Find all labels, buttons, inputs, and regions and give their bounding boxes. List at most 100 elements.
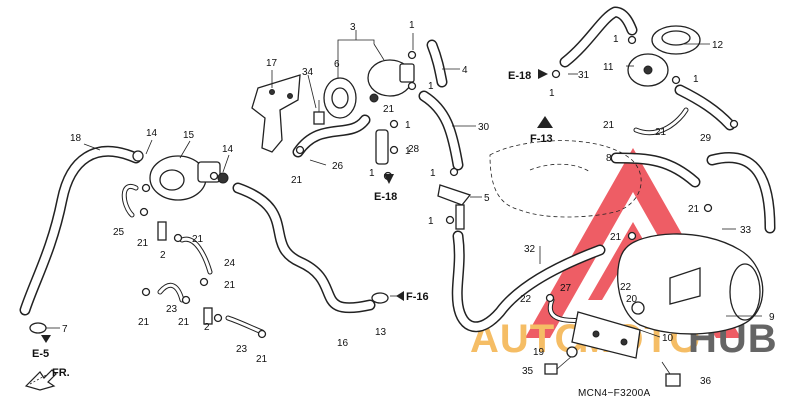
fuel-tank-outline [489,140,642,218]
callout-13: 13 [375,327,387,338]
ref-f13: F-13 [530,133,553,145]
hose-32 [451,230,606,333]
valve-11 [627,53,669,87]
callout-23: 23 [166,304,178,315]
reference-labels: E-18 E-18 F-13 F-16 E-5 FR. [32,70,553,379]
callout-14: 14 [146,128,158,139]
callout-1: 1 [405,146,411,157]
callout-1: 1 [369,168,375,179]
callout-3: 3 [350,22,356,33]
hose-25 [121,184,139,218]
canister-10 [617,233,764,335]
hose-31 [559,6,638,68]
diagram-code: MCN4−F3200A [578,388,651,399]
callout-labels: 1 1 1 1 1 1 1 1 1 1 2 2 3 4 5 6 7 8 9 10… [62,20,775,387]
callout-2: 2 [160,250,166,261]
e18-mid-arrow-icon [384,174,394,184]
hose-23b [225,315,265,335]
callout-1: 1 [613,34,619,45]
hose-26 [292,114,371,158]
e5-arrow-icon [41,335,51,343]
clamp-13 [371,292,389,304]
callout-21: 21 [192,234,204,245]
bracket-17 [251,74,301,153]
callout-8: 8 [606,153,612,164]
hose-8 [610,152,701,188]
ref-front: FR. [52,367,70,379]
callout-21: 21 [383,104,395,115]
callout-5: 5 [484,193,490,204]
hose-28 [375,129,389,165]
bolt-35 [544,355,573,375]
callout-30: 30 [478,122,490,133]
callout-32: 32 [524,244,536,255]
callout-24: 24 [224,258,236,269]
callout-21: 21 [138,317,150,328]
callout-21: 21 [137,238,149,249]
bolt-34 [313,100,325,125]
callout-9: 9 [769,312,775,323]
callout-25: 25 [113,227,125,238]
hose-24 [179,236,213,275]
hose-29 [674,84,736,131]
callout-1: 1 [428,216,434,227]
cover-12 [651,25,701,55]
e18-top-arrow-icon [538,69,548,79]
callout-28: 28 [408,144,420,155]
callout-36: 36 [700,376,712,387]
callout-21: 21 [655,127,667,138]
callout-21: 21 [610,232,622,243]
small-clips [139,35,739,339]
f16-arrow-icon [396,291,404,301]
callout-21: 21 [256,354,268,365]
callout-16: 16 [337,338,349,349]
hose-16 [232,182,376,314]
callout-1: 1 [428,81,434,92]
callout-12: 12 [712,40,724,51]
hose-4 [426,39,448,88]
callout-11: 11 [603,62,614,73]
callout-22: 22 [620,282,632,293]
callout-4: 4 [462,65,468,76]
joints-2 [157,221,213,325]
callout-18: 18 [70,133,82,144]
callout-23: 23 [236,344,248,355]
clamp-14-left [132,150,144,162]
hose-33 [706,152,776,234]
callout-21: 21 [688,204,700,215]
front-arrow-icon [24,369,57,391]
callout-1: 1 [549,88,555,99]
callout-14: 14 [222,144,234,155]
grommet-20 [631,301,645,315]
callout-2: 2 [204,322,210,333]
hose-18 [19,145,142,316]
collar-19 [566,346,578,358]
callout-22: 22 [520,294,532,305]
callout-6: 6 [334,59,340,70]
callout-33: 33 [740,225,752,236]
hose-30 [418,90,464,171]
leader-lines [46,30,762,338]
hose-23a [157,282,185,303]
ref-e18-top: E-18 [508,70,531,82]
ref-e18-mid: E-18 [374,191,397,203]
valve-6 [323,77,357,119]
callout-21: 21 [224,280,236,291]
callout-29: 29 [700,133,712,144]
valve-3-assy [367,59,415,103]
f13-arrow-icon [537,116,553,128]
callout-21: 21 [178,317,190,328]
ref-e5: E-5 [32,348,49,360]
callout-17: 17 [266,58,278,69]
callout-1: 1 [409,20,415,31]
callout-10: 10 [662,333,674,344]
callout-31: 31 [578,70,590,81]
joint-5 [437,184,472,230]
callout-34: 34 [302,67,314,78]
callout-7: 7 [62,324,68,335]
callout-20: 20 [626,294,638,305]
callout-1: 1 [405,120,411,131]
callout-35: 35 [522,366,534,377]
callout-15: 15 [183,130,195,141]
